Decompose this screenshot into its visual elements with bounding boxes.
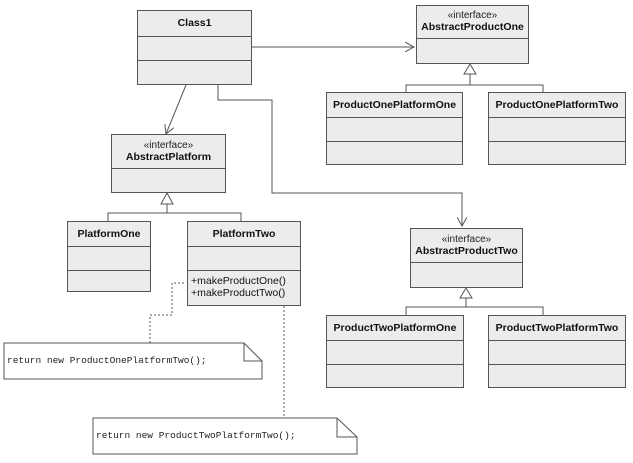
interface-header: «interface» AbstractProductTwo [411,229,522,263]
association-class1-abstractplatform [166,84,187,134]
class-producttwoplatformone[interactable]: ProductTwoPlatformOne [326,315,464,388]
generalization-triangle-product-one [463,63,477,75]
class-name: Class1 [177,17,212,29]
class-productoneplatformtwo[interactable]: ProductOnePlatformTwo [488,92,626,165]
class-name: ProductOnePlatformTwo [495,98,619,111]
operation-make-product-one[interactable]: +makeProductOne() [191,275,286,287]
note-one-anchor [149,282,184,343]
generalization-triangle-platform [160,191,174,205]
class-header: PlatformOne [68,222,150,247]
attributes-section [489,118,625,142]
operations-section [138,61,251,84]
note-one-shape [3,342,263,380]
operations-section [489,365,625,387]
operation-make-product-two[interactable]: +makeProductTwo() [191,287,286,299]
attributes-section [188,247,300,271]
class-header: ProductOnePlatformOne [327,93,462,118]
interface-abstractproductone[interactable]: «interface» AbstractProductOne [416,5,529,64]
class-platformone[interactable]: PlatformOne [67,221,151,292]
generalization-lines-product-one [405,84,544,92]
generalization-lines-platform [107,212,242,221]
class-producttwoplatformtwo[interactable]: ProductTwoPlatformTwo [488,315,626,388]
operations-section [327,365,463,387]
class-name: AbstractProductTwo [415,244,518,257]
attributes-section [138,37,251,61]
stereotype-label: «interface» [441,233,492,245]
class-class1[interactable]: Class1 [137,10,252,85]
operations-section [411,263,522,287]
attributes-section [489,341,625,365]
attributes-section [327,341,463,365]
generalization-triangle-product-two [459,287,473,299]
class-name: PlatformOne [77,227,141,240]
class-name: AbstractProductOne [421,21,524,33]
association-class1-abstractproducttwo [217,85,462,226]
interface-abstractplatform[interactable]: «interface» AbstractPlatform [111,134,226,193]
class-name: ProductTwoPlatformTwo [495,321,619,334]
class-productoneplatformone[interactable]: ProductOnePlatformOne [326,92,463,165]
operations-section [327,142,462,164]
class-class1-header: Class1 [138,11,251,37]
class-name: PlatformTwo [212,227,276,240]
operations-section [112,169,225,192]
class-name: ProductTwoPlatformOne [333,321,457,334]
interface-header: «interface» AbstractPlatform [112,135,225,169]
note-one-text: return new ProductOnePlatformTwo(); [7,355,207,366]
operations-section [417,39,528,63]
class-header: ProductTwoPlatformOne [327,316,463,341]
class-header: PlatformTwo [188,222,300,247]
interface-header: «interface» AbstractProductOne [417,6,528,39]
class-platformtwo[interactable]: PlatformTwo +makeProductOne() +makeProdu… [187,221,301,306]
class-header: ProductTwoPlatformTwo [489,316,625,341]
operations-section: +makeProductOne() +makeProductTwo() [188,271,300,305]
note-two-shape [92,417,358,455]
class-name: AbstractPlatform [125,150,212,163]
operations-section [489,142,625,164]
generalization-lines-product-two [405,306,544,315]
operations-section [68,271,150,291]
class-name: ProductOnePlatformOne [332,98,457,111]
attributes-section [68,247,150,271]
note-two-text: return new ProductTwoPlatformTwo(); [96,430,296,441]
interface-abstractproducttwo[interactable]: «interface» AbstractProductTwo [410,228,523,288]
attributes-section [327,118,462,142]
stereotype-label: «interface» [143,139,194,151]
stereotype-label: «interface» [447,10,498,21]
class-header: ProductOnePlatformTwo [489,93,625,118]
